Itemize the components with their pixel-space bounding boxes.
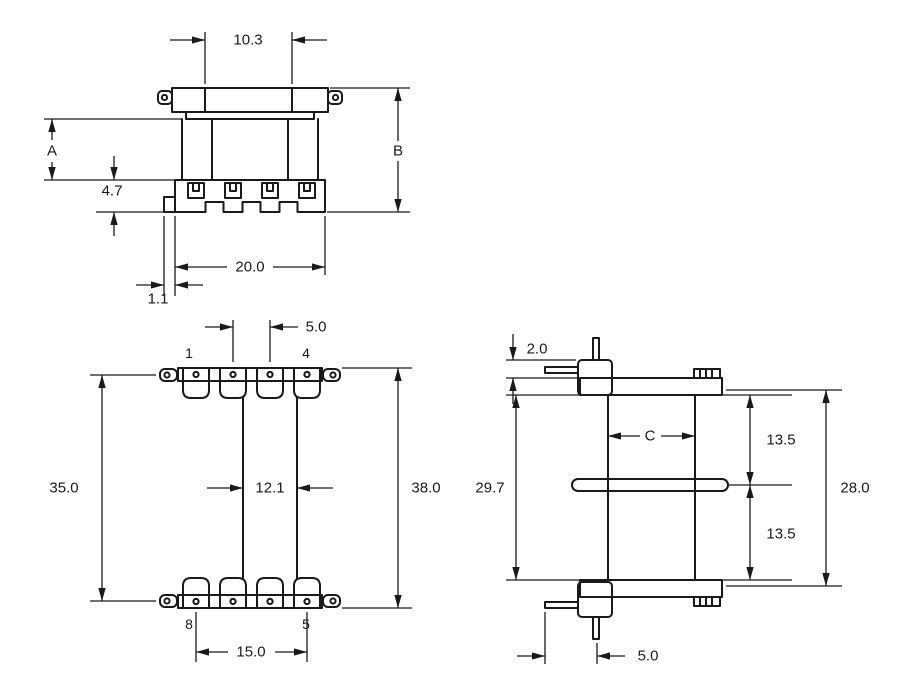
side-top-pin-up — [592, 337, 600, 361]
plan-top-left-ear — [159, 368, 178, 382]
front-top-flange — [171, 87, 329, 113]
dim-label-tab-width: 1.1 — [148, 291, 169, 308]
dim-label-pin-pitch: 5.0 — [306, 319, 327, 336]
plan-bottom-pin-holes — [192, 597, 311, 606]
pin-number-5: 5 — [302, 616, 310, 632]
side-middle-flange — [571, 478, 729, 492]
front-right-ear-hole — [331, 93, 340, 102]
dim-label-header-height: 4.7 — [102, 183, 123, 200]
dim-label-body-width: 20.0 — [235, 259, 264, 276]
dim-label-pin-span: 15.0 — [236, 644, 265, 661]
dim-label-core-depth: C — [645, 428, 656, 445]
dim-label-pin-offset: 5.0 — [638, 648, 659, 665]
pin-number-4: 4 — [302, 345, 310, 361]
dim-inner-length-extensions — [90, 374, 156, 602]
plan-top-pin-pads — [182, 367, 321, 399]
plan-bottom-right-ear — [322, 594, 341, 608]
pin-number-1: 1 — [185, 345, 193, 361]
plan-top-left-ear-hole — [163, 371, 171, 379]
side-bottom-pin-left — [544, 601, 579, 609]
side-bottom-header-block — [577, 581, 613, 618]
front-mount-tab — [163, 196, 176, 213]
plan-bottom-pin-pads — [182, 577, 321, 609]
plan-bottom-right-ear-hole — [329, 597, 337, 605]
dim-pin-offset-extensions — [544, 612, 598, 664]
dim-standoff-extensions — [506, 359, 578, 379]
front-left-ear — [157, 90, 173, 105]
plan-bottom-left-ear-hole — [163, 597, 171, 605]
dim-label-top-width: 10.3 — [233, 32, 262, 49]
side-core-column — [607, 394, 696, 581]
dim-window-extensions — [506, 394, 580, 581]
front-view: 10.3 A B 4.7 20.0 1.1 — [44, 32, 410, 308]
dim-a-extensions — [44, 118, 182, 181]
dim-tab-extensions — [163, 216, 176, 296]
plan-top-pin-holes — [192, 370, 311, 379]
dim-label-core-width: 12.1 — [255, 480, 284, 497]
plan-top-right-ear-hole — [329, 371, 337, 379]
dim-outer-height-extensions — [726, 389, 842, 587]
plan-bottom-left-ear — [159, 594, 178, 608]
side-view: 2.0 29.7 C 13.5 13.5 28.0 5.0 — [475, 334, 870, 665]
front-left-ear-hole — [160, 93, 169, 102]
dim-label-total-height: B — [393, 143, 403, 160]
front-flange-inner-lines — [204, 87, 293, 113]
dim-outer-length-extensions — [342, 367, 412, 609]
side-bottom-latch-ticks — [699, 596, 713, 607]
dim-label-window-height: A — [47, 143, 57, 160]
side-top-latch-ticks — [699, 368, 713, 379]
front-pin-slots — [187, 182, 316, 199]
side-top-pin-left — [544, 366, 579, 374]
side-bottom-pin-down — [592, 616, 600, 640]
dim-label-lower-half: 13.5 — [766, 526, 795, 543]
dim-label-outer-height: 28.0 — [840, 480, 869, 497]
dim-label-upper-half: 13.5 — [766, 432, 795, 449]
dim-label-outer-length: 38.0 — [411, 480, 440, 497]
front-subplate — [185, 111, 315, 120]
front-winding-section — [181, 118, 319, 181]
pin-number-8: 8 — [185, 616, 193, 632]
side-top-flange — [579, 377, 723, 396]
front-pin-header — [174, 179, 326, 213]
dim-pitch-extensions — [232, 320, 271, 362]
front-right-ear — [327, 90, 343, 105]
plan-top-right-ear — [322, 368, 341, 382]
dim-half-extensions — [722, 394, 792, 581]
dim-label-window-height: 29.7 — [475, 480, 504, 497]
plan-view: 1 4 8 5 5.0 35.0 12.1 38.0 15.0 — [49, 319, 441, 662]
dim-label-pin-standoff: 2.0 — [527, 341, 548, 358]
dim-label-inner-length: 35.0 — [49, 480, 78, 497]
side-bottom-flange — [579, 579, 723, 598]
